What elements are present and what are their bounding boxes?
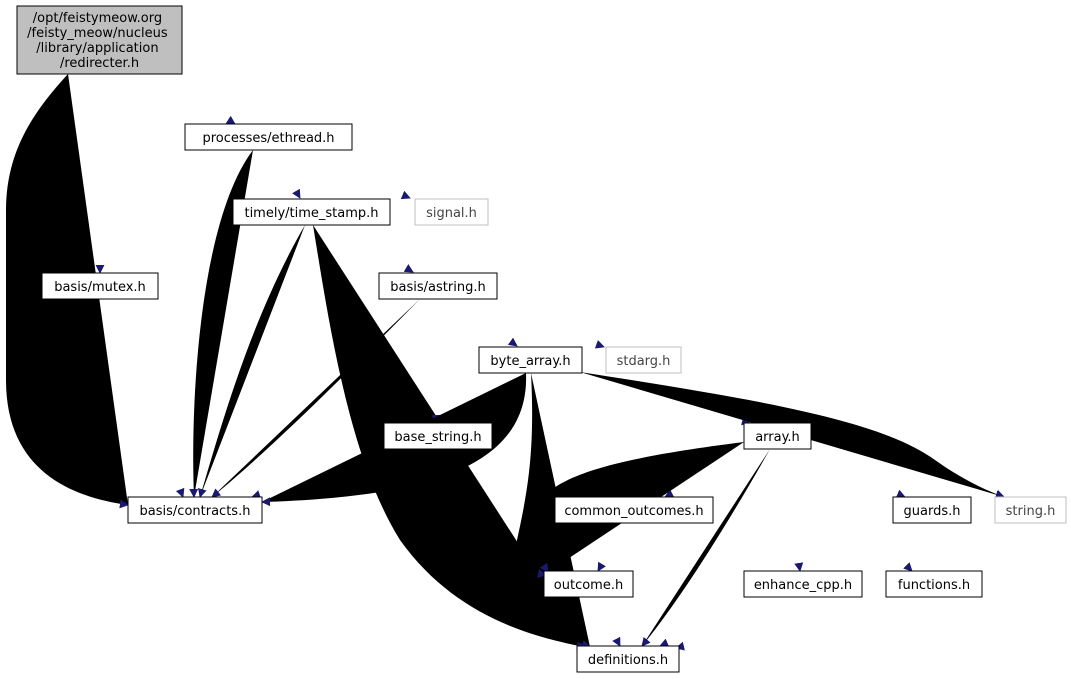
edge-root-to-ethread: [158, 74, 236, 125]
node-ethread-h[interactable]: processes/ethread.h: [184, 123, 353, 151]
edge-ethread-to-contracts: [189, 150, 253, 498]
node-string-h[interactable]: string.h: [994, 496, 1067, 524]
node-byte-array-h[interactable]: byte_array.h: [478, 346, 583, 374]
node-signal-h[interactable]: signal.h: [414, 198, 489, 226]
edge-enhance-cpp-to-definitions: [659, 597, 772, 647]
edge-array-to-enhance-cpp: [781, 449, 804, 572]
edge-array-to-definitions: [641, 449, 770, 647]
edge-astring-to-stdarg: [470, 299, 605, 349]
node-common-outcomes-h[interactable]: common_outcomes.h: [554, 496, 714, 524]
svg-text:/opt/feistymeow.org /f: /opt/feistymeow.org /feisty_meow/nucleus…: [27, 11, 172, 71]
node-mutex-h-label: basis/mutex.h: [54, 280, 146, 295]
node-contracts-h-label: basis/contracts.h: [140, 504, 251, 519]
node-redirecter-h[interactable]: /opt/feistymeow.org /feisty_meow/nucleus…: [16, 5, 183, 75]
node-contracts-h[interactable]: basis/contracts.h: [127, 496, 263, 524]
node-functions-h[interactable]: functions.h: [885, 570, 983, 598]
node-common-outcomes-h-label: common_outcomes.h: [564, 504, 703, 519]
node-redirecter-h-line-1: /opt/feistymeow.org: [33, 11, 162, 26]
node-enhance-cpp-h-label: enhance_cpp.h: [754, 578, 852, 593]
node-outcome-h-label: outcome.h: [554, 578, 623, 593]
node-astring-h[interactable]: basis/astring.h: [378, 272, 498, 300]
edge-ethread-to-signal: [290, 149, 411, 200]
edge-time-stamp-to-astring: [332, 225, 414, 273]
file-nodes: /opt/feistymeow.org /feisty_meow/nucleus…: [16, 5, 1067, 673]
node-base-string-h-label: base_string.h: [394, 430, 481, 445]
node-functions-h-label: functions.h: [898, 578, 970, 593]
node-string-h-label: string.h: [1006, 504, 1056, 519]
node-stdarg-h[interactable]: stdarg.h: [605, 346, 682, 374]
node-redirecter-h-line-3: /library/application: [36, 41, 158, 56]
node-signal-h-label: signal.h: [426, 206, 477, 221]
edge-time-stamp-to-contracts: [198, 225, 305, 498]
node-astring-h-label: basis/astring.h: [390, 280, 485, 295]
node-mutex-h[interactable]: basis/mutex.h: [41, 272, 159, 300]
node-redirecter-h-line-4: /redirecter.h: [60, 56, 139, 71]
node-base-string-h[interactable]: base_string.h: [383, 422, 493, 450]
node-time-stamp-h-label: timely/time_stamp.h: [244, 206, 378, 221]
edge-ethread-to-time-stamp: [272, 150, 301, 199]
node-array-h-label: array.h: [755, 430, 800, 445]
node-redirecter-h-line-2: /feisty_meow/nucleus: [27, 26, 168, 41]
node-byte-array-h-label: byte_array.h: [490, 354, 570, 369]
edge-astring-to-contracts: [211, 299, 420, 498]
node-ethread-h-label: processes/ethread.h: [202, 131, 334, 146]
node-time-stamp-h[interactable]: timely/time_stamp.h: [232, 198, 391, 226]
node-definitions-h[interactable]: definitions.h: [576, 645, 680, 673]
node-outcome-h[interactable]: outcome.h: [543, 570, 634, 598]
node-array-h[interactable]: array.h: [743, 422, 812, 450]
node-definitions-h-label: definitions.h: [588, 653, 668, 668]
node-guards-h[interactable]: guards.h: [892, 496, 972, 524]
edge-astring-to-byte-array: [452, 299, 518, 347]
node-guards-h-label: guards.h: [904, 504, 961, 519]
node-stdarg-h-label: stdarg.h: [617, 354, 671, 369]
node-enhance-cpp-h[interactable]: enhance_cpp.h: [743, 570, 863, 598]
edge-outcome-to-definitions: [594, 597, 621, 647]
edge-functions-to-definitions: [675, 597, 890, 651]
